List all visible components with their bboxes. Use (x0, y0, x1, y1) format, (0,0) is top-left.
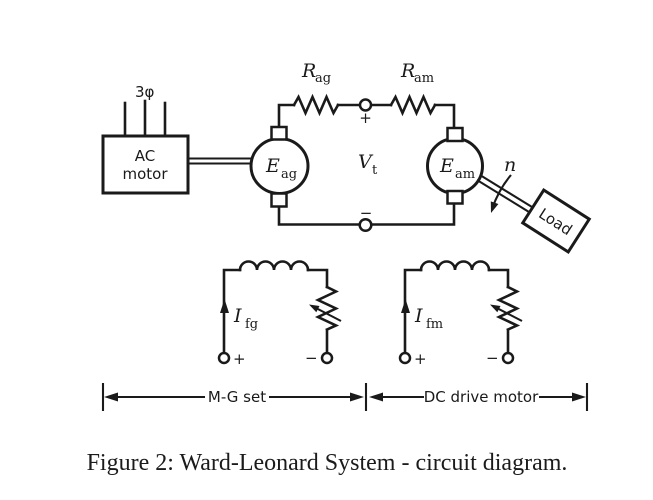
field-current-label: I (414, 305, 423, 327)
field-terminal-plus (217, 351, 231, 365)
phase-label: 3φ (135, 83, 155, 101)
field-terminal-minus (501, 351, 515, 365)
dim-arrow (572, 392, 586, 402)
resistor-mot-sub: am (414, 71, 434, 86)
shaft-line (479, 174, 533, 208)
field-plus-sign: + (414, 350, 427, 368)
dimension-lines: M-G set DC drive motor (101, 383, 589, 411)
motor-label: E (439, 155, 454, 177)
plus-sign-top: + (359, 109, 372, 127)
terminal-node-plus (358, 98, 373, 112)
field-circuit-mot: + − I fm (398, 260, 523, 368)
shaft-line (476, 179, 530, 213)
field-minus-sign: − (305, 349, 318, 367)
generator-machine: E ag (249, 125, 310, 208)
field-wire-left (222, 268, 242, 355)
rheostat-zigzag (314, 285, 340, 332)
field-coil (419, 260, 491, 272)
field-wire-top-right (487, 268, 510, 289)
generator-brush-top (270, 125, 288, 141)
generator-brush-bottom (270, 192, 288, 208)
motor-brush-top (446, 126, 464, 143)
drive-motor-machine: E am (426, 126, 484, 205)
motor-sub: am (455, 167, 475, 182)
resistor-mot-label: R (400, 60, 415, 82)
load: Load (520, 187, 592, 255)
field-terminal-plus (398, 351, 412, 365)
field-current-sub: fm (426, 317, 443, 332)
span-right-label: DC drive motor (424, 388, 539, 406)
figure-caption: Figure 2: Ward-Leonard System - circuit … (87, 450, 568, 476)
generator-sub: ag (281, 167, 297, 182)
current-arrow (220, 299, 229, 313)
field-current-sub: fg (245, 317, 258, 332)
motor-circle (426, 137, 484, 195)
wire-top-right (433, 103, 456, 131)
rheostat-arrow-head (309, 304, 320, 313)
generator-label: E (265, 155, 280, 177)
rheostat-zigzag (495, 285, 521, 332)
field-minus-sign: − (486, 349, 499, 367)
resistor-gen-zigzag (292, 93, 340, 117)
speed-arrow-head (490, 201, 499, 213)
armature-loop: + − (277, 93, 456, 233)
minus-sign-bottom: − (360, 204, 373, 222)
field-plus-sign: + (233, 350, 246, 368)
load-box (520, 187, 592, 255)
motor-brush-bottom (446, 189, 464, 205)
shaft-gen (189, 157, 252, 165)
field-current-label: I (233, 305, 242, 327)
ac-motor-box (101, 134, 190, 195)
wire-top-left (277, 103, 296, 131)
dim-arrow (350, 392, 364, 402)
three-phase-input: 3φ (123, 83, 167, 138)
shaft-load: n (476, 154, 533, 213)
span-left-label: M-G set (208, 388, 266, 406)
terminal-node-minus (358, 217, 373, 233)
resistor-gen-sub: ag (315, 71, 331, 86)
field-wire-left (403, 268, 423, 355)
speed-label: n (504, 154, 516, 176)
resistor-gen-label: R (301, 60, 316, 82)
field-terminal-minus (320, 351, 334, 365)
ac-motor: AC motor (101, 134, 190, 195)
field-wire-top-right (306, 268, 329, 289)
resistor-mot-zigzag (389, 93, 437, 117)
ac-motor-label-1: AC (135, 147, 155, 165)
terminal-voltage-sub: t (372, 163, 378, 178)
field-coil (238, 260, 310, 272)
dim-arrow (369, 392, 383, 402)
current-arrow (401, 299, 410, 313)
rheostat-arrow-head (490, 304, 501, 313)
terminal-voltage-label: V (358, 151, 374, 173)
ac-motor-label-2: motor (122, 165, 168, 183)
dim-arrow (104, 392, 118, 402)
field-circuit-gen: + − I fg (217, 260, 342, 368)
